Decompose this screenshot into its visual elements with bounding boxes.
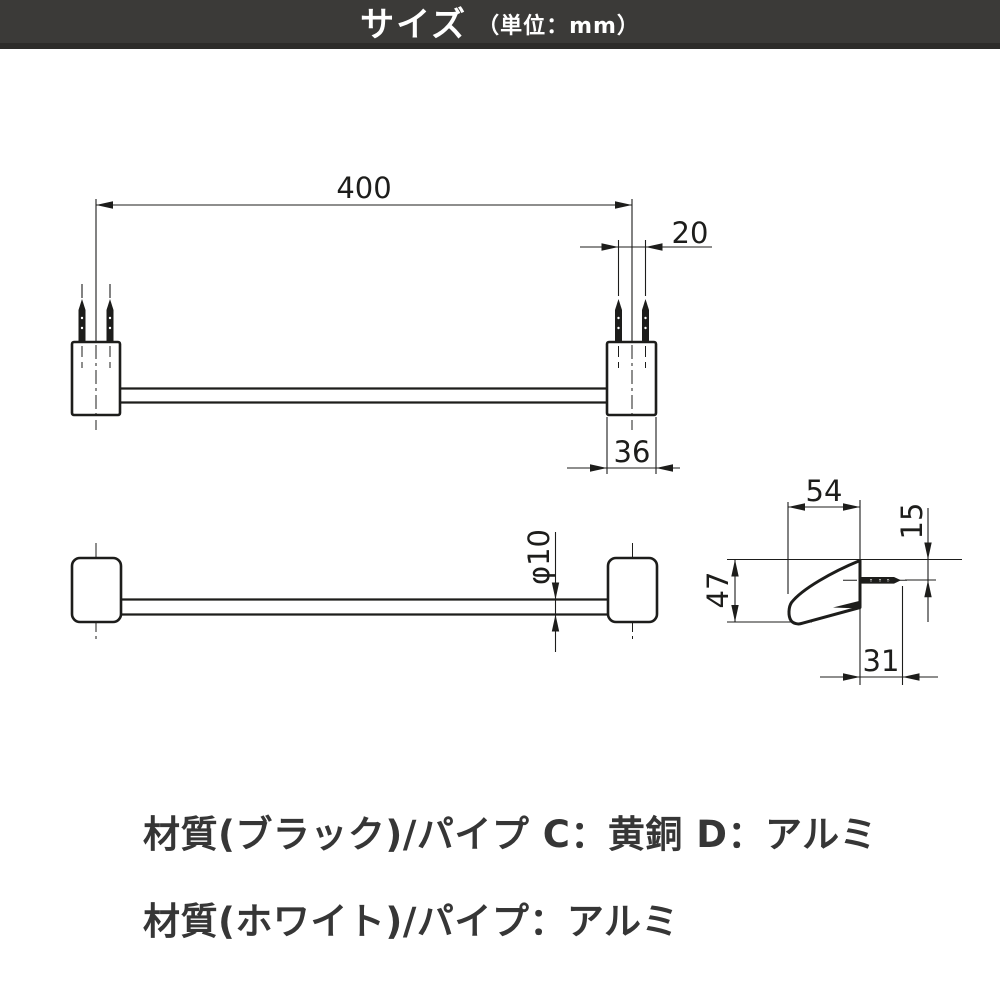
dim-screw-pitch-label: 20 <box>672 216 709 250</box>
dim-bracket-depth-label: 54 <box>806 474 843 508</box>
top-view: 400 20 <box>70 171 712 474</box>
dim-bar-length-label: 400 <box>336 171 391 205</box>
dim-screw-offset: 15 <box>895 503 932 622</box>
side-view: 54 15 47 31 <box>701 474 962 685</box>
dim-pipe-diameter: φ10 <box>522 529 560 652</box>
dim-pipe-diameter-label: φ10 <box>522 529 556 585</box>
front-view-right-bracket <box>606 556 659 624</box>
dim-bracket-height-label: 47 <box>701 572 735 609</box>
dim-screw-pitch: 20 <box>580 216 712 296</box>
side-view-screw <box>843 577 911 584</box>
dim-bracket-height: 47 <box>701 559 739 622</box>
dim-screw-protrusion-label: 31 <box>863 644 900 678</box>
dim-screw-offset-label: 15 <box>895 503 929 540</box>
side-view-bracket <box>787 559 862 626</box>
front-view-left-bracket <box>70 556 123 624</box>
front-view-pipe <box>121 598 608 616</box>
dim-bracket-depth: 54 <box>788 474 860 511</box>
top-view-left-bracket <box>70 284 122 430</box>
dim-bracket-width: 36 <box>567 417 680 474</box>
top-view-right-bracket <box>605 299 658 430</box>
unit-label: （単位：mm） <box>477 13 640 39</box>
page-title: サイズ <box>360 5 468 45</box>
material-note-black: 材質(ブラック)/パイプ C：黄銅 D：アルミ <box>143 813 878 856</box>
top-view-pipe <box>120 387 607 404</box>
dim-screw-protrusion: 31 <box>820 644 938 681</box>
front-view: φ10 <box>70 529 659 652</box>
title-bar: サイズ （単位：mm） <box>0 0 1000 49</box>
material-notes: 材質(ブラック)/パイプ C：黄銅 D：アルミ 材質(ホワイト)/パイプ：アルミ <box>143 812 877 986</box>
dim-bracket-width-label: 36 <box>614 435 651 469</box>
material-note-white: 材質(ホワイト)/パイプ：アルミ <box>143 900 679 943</box>
dim-bar-length: 400 <box>95 171 633 341</box>
